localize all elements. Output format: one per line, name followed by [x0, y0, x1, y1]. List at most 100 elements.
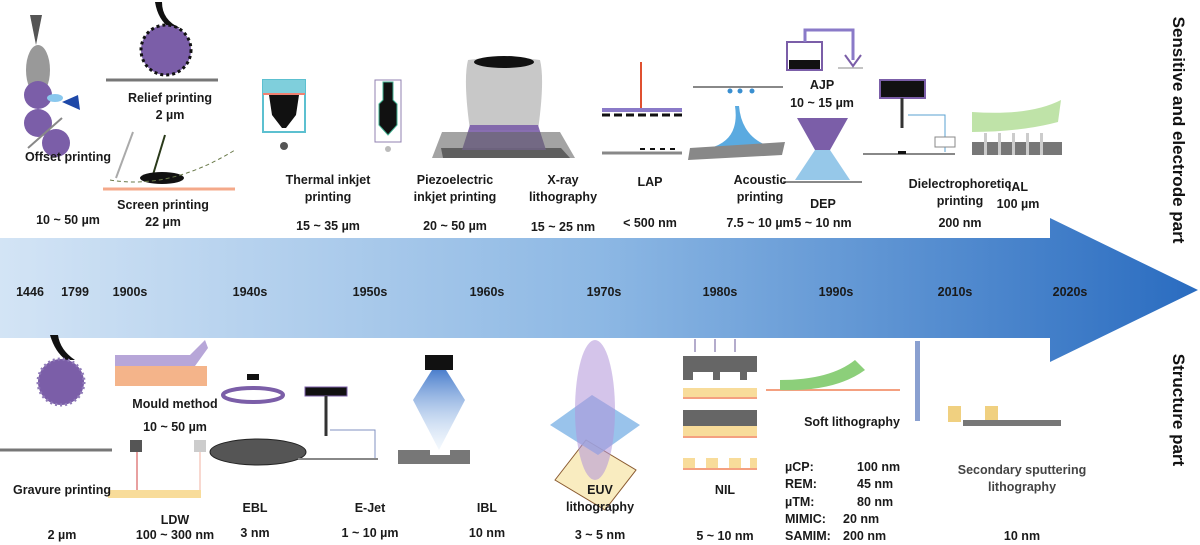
method-name: Offset printing	[24, 150, 112, 164]
method-resolution: 2 µm	[47, 528, 77, 542]
side-label-bottom: Structure part	[1169, 353, 1188, 467]
ibl-illustration	[398, 355, 470, 464]
list-item: µCP:100 nm	[785, 459, 900, 476]
ldw-illustration	[108, 440, 206, 498]
nil-illustration	[683, 339, 757, 470]
e-jet-illustration	[298, 386, 378, 460]
year-label: 1950s	[352, 285, 388, 299]
ial-illustration	[972, 100, 1062, 155]
method-name: Secondary sputtering lithography	[958, 462, 1087, 496]
year-label: 1990s	[818, 285, 854, 299]
dielectrophoretic-illustration	[863, 79, 956, 155]
name-line: inkjet printing	[413, 190, 497, 204]
method-name: AJP	[809, 78, 835, 92]
method-name: IBL	[476, 501, 498, 515]
item-value: 80 nm	[857, 494, 894, 509]
name-line: Dielectrophoretic	[908, 177, 1012, 191]
item-key: µTM:	[785, 494, 815, 509]
mould-method-illustration	[115, 340, 208, 386]
year-label: 1446	[16, 285, 44, 299]
name-line: printing	[936, 194, 984, 208]
method-name: EUV lithography	[566, 482, 634, 516]
item-key: REM:	[785, 477, 817, 492]
item-value: 20 nm	[843, 511, 880, 526]
name-line: printing	[304, 190, 352, 204]
lap-illustration	[602, 62, 682, 155]
screen-printing-illustration	[103, 131, 236, 191]
soft-lithography-list: µCP:100 nm REM:45 nm µTM: 80 nm MIMIC: 20 …	[785, 459, 900, 545]
method-name: Piezoelectric inkjet printing	[414, 172, 497, 206]
secondary-sputtering-illustration	[915, 341, 1061, 426]
gravure-printing-illustration	[0, 335, 112, 452]
method-resolution: 7.5 ~ 10 µm	[726, 216, 794, 230]
name-line: Piezoelectric	[416, 173, 494, 187]
list-item: REM:45 nm	[785, 476, 900, 493]
method-name: Thermal inkjet printing	[286, 172, 371, 206]
method-name: Relief printing	[127, 91, 213, 105]
method-resolution: 100 ~ 300 nm	[135, 528, 215, 542]
method-name: Screen printing	[117, 198, 209, 212]
x-ray-lithography-illustration	[432, 56, 575, 158]
year-label: 2020s	[1052, 285, 1088, 299]
piezo-inkjet-illustration	[374, 79, 402, 152]
name-line: Thermal inkjet	[285, 173, 371, 187]
dep-illustration	[783, 118, 862, 183]
name-line: Acoustic	[733, 173, 787, 187]
method-name: IAL	[1007, 180, 1029, 194]
method-name: DEP	[810, 197, 836, 211]
timeline-arrow	[0, 218, 1198, 362]
method-resolution: 22 µm	[145, 215, 181, 229]
method-name: Acoustic printing	[734, 172, 787, 206]
method-name: EBL	[242, 501, 268, 515]
method-resolution: 10 nm	[468, 526, 506, 540]
soft-lithography-illustration	[766, 360, 900, 391]
method-name: Soft lithography	[804, 415, 900, 429]
name-line: X-ray	[547, 173, 579, 187]
method-resolution: 10 ~ 50 µm	[143, 420, 207, 434]
method-resolution: 1 ~ 10 µm	[341, 526, 399, 540]
method-name: LDW	[160, 513, 190, 527]
method-resolution: 200 nm	[938, 216, 982, 230]
method-name: Gravure printing	[13, 483, 111, 497]
thermal-inkjet-illustration	[262, 79, 306, 150]
method-name: Mould method	[132, 397, 218, 411]
method-resolution: < 500 nm	[623, 216, 677, 230]
list-item: SAMIM: 200 nm	[785, 528, 900, 545]
item-value: 100 nm	[857, 460, 901, 474]
method-resolution: 20 ~ 50 µm	[423, 219, 487, 233]
euv-lithography-illustration	[550, 340, 640, 511]
item-value: 200 nm	[843, 529, 887, 544]
item-key: MIMIC:	[785, 511, 826, 526]
ebl-illustration	[209, 374, 307, 466]
name-line: EUV	[587, 483, 613, 497]
name-line: Secondary sputtering	[957, 463, 1087, 477]
method-resolution: 2 µm	[155, 108, 185, 122]
method-name: E-Jet	[354, 501, 386, 515]
name-line: lithography	[987, 480, 1057, 494]
method-name: LAP	[637, 175, 663, 189]
year-label: 1940s	[232, 285, 268, 299]
side-label-top: Sensitive and electrode part	[1169, 16, 1188, 244]
item-key: SAMIM:	[785, 529, 831, 544]
method-resolution: 10 nm	[1003, 529, 1041, 543]
method-name: Dielectrophoretic printing	[909, 176, 1012, 210]
method-resolution: 10 ~ 50 µm	[36, 213, 100, 227]
year-label: 1900s	[112, 285, 148, 299]
method-resolution: 15 ~ 25 nm	[530, 220, 596, 234]
relief-printing-illustration	[106, 2, 218, 82]
method-resolution: 5 ~ 10 nm	[794, 216, 852, 230]
name-line: printing	[736, 190, 784, 204]
method-resolution: 5 ~ 10 nm	[696, 529, 754, 543]
year-label: 1799	[61, 285, 89, 299]
name-line: lithography	[565, 500, 635, 514]
method-resolution: 15 ~ 35 µm	[296, 219, 360, 233]
method-resolution: 3 ~ 5 nm	[574, 528, 626, 542]
list-item: µTM: 80 nm	[785, 494, 900, 511]
method-resolution: 10 ~ 15 µm	[790, 96, 854, 110]
offset-printing-illustration	[24, 15, 80, 157]
year-label: 1970s	[586, 285, 622, 299]
year-label: 1980s	[702, 285, 738, 299]
acoustic-printing-illustration	[688, 86, 785, 160]
